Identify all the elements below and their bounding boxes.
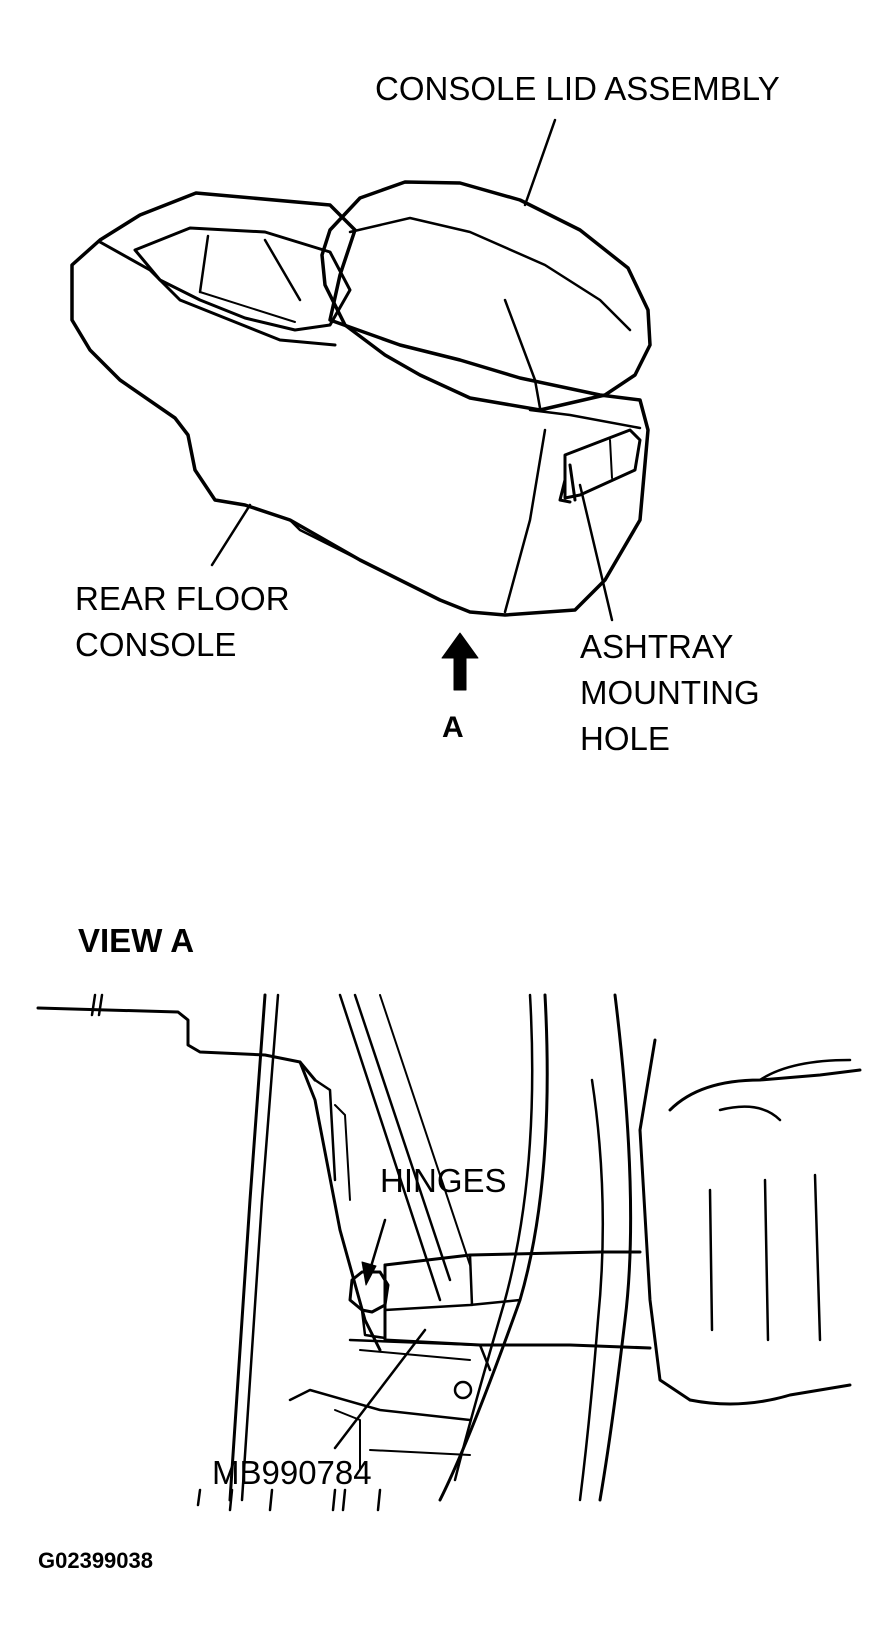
label-rear-floor-console-line2: CONSOLE xyxy=(75,626,237,663)
leader-hinges xyxy=(368,1218,387,1272)
label-arrow-a: A xyxy=(442,711,464,744)
label-ashtray-line2: MOUNTING xyxy=(580,674,760,711)
label-hinges: HINGES xyxy=(380,1162,507,1199)
label-figure-id: G02399038 xyxy=(38,1548,153,1573)
leader-rear-floor-console xyxy=(210,503,252,567)
leader-console-lid xyxy=(523,118,557,207)
leader-ashtray xyxy=(578,483,614,622)
view-arrow-icon xyxy=(441,632,479,691)
ashtray-mounting-hole-shape xyxy=(558,428,642,504)
leader-tool xyxy=(333,1328,427,1450)
label-view-a: VIEW A xyxy=(78,922,195,959)
label-tool-number: MB990784 xyxy=(212,1454,372,1491)
console-lid xyxy=(320,180,652,412)
view-a-drawing xyxy=(36,993,862,1512)
label-rear-floor-console-line1: REAR FLOOR xyxy=(75,580,290,617)
label-console-lid-assembly: CONSOLE LID ASSEMBLY xyxy=(375,70,780,107)
label-ashtray-line3: HOLE xyxy=(580,720,670,757)
rear-floor-console-body xyxy=(70,191,650,617)
hinges-arrow-icon xyxy=(361,1261,377,1286)
label-ashtray-line1: ASHTRAY xyxy=(580,628,734,665)
